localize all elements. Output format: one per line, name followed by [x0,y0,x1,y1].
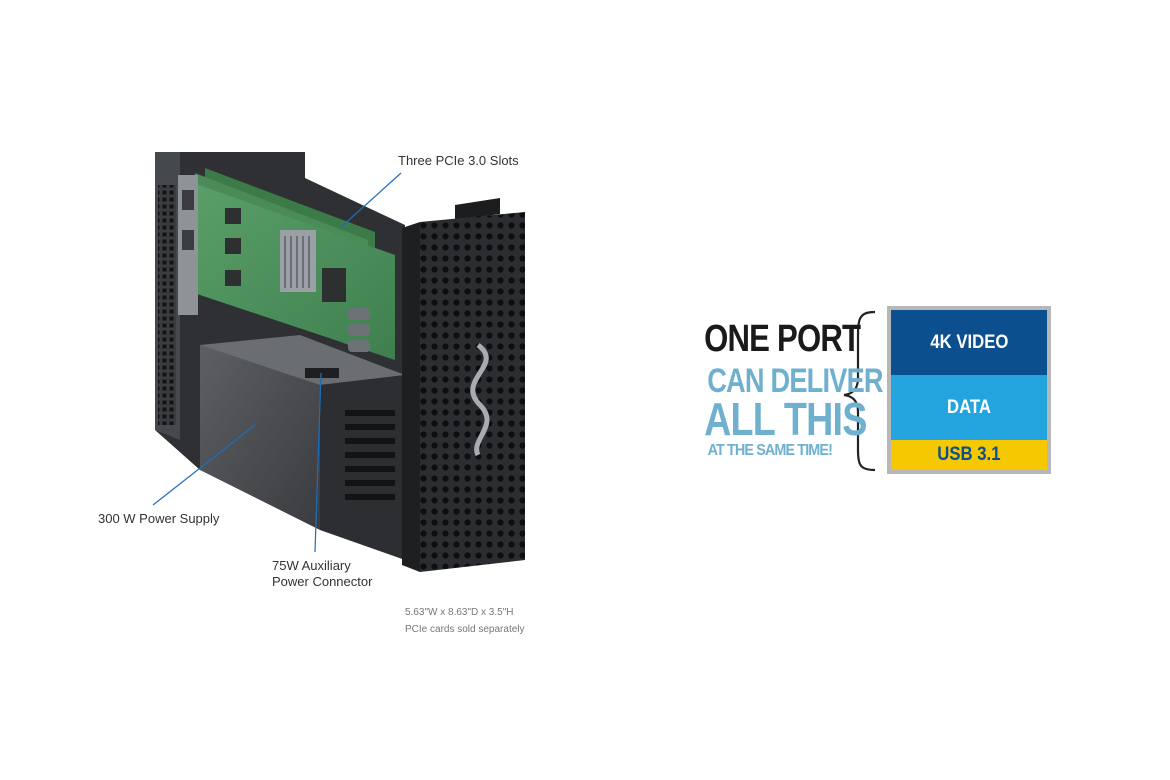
slots-label: Three PCIe 3.0 Slots [398,153,519,168]
cards-sold-separately: PCIe cards sold separately [405,624,525,635]
dimensions-note: 5.63"W x 8.63"D x 3.5"H PCIe cards sold … [405,604,525,638]
aux-callout-line [314,372,322,553]
badge-usb: USB 3.1 [891,440,1047,470]
port-capability-badge: 4K VIDEO DATA USB 3.1 [887,306,1051,474]
headline-same-time: AT THE SAME TIME! [707,442,833,459]
pcie-cards [178,168,395,360]
slots-callout-line [339,172,402,229]
dimensions-size: 5.63"W x 8.63"D x 3.5"H [405,607,514,618]
badge-usb-label: USB 3.1 [937,444,1001,465]
psu-callout-line [152,424,256,506]
curly-brace [843,310,876,472]
headline-one-port: ONE PORT [704,318,861,360]
aux-label-line2: Power Connector [272,574,373,589]
power-supply-label: 300 W Power Supply [98,511,220,526]
power-supply [200,335,405,560]
front-panel [402,198,525,572]
aux-connector-label: 75W Auxiliary Power Connector [272,558,372,590]
badge-4k-video-label: 4K VIDEO [929,331,1009,353]
aux-label-line1: 75W Auxiliary [272,558,351,573]
badge-data-label: DATA [947,396,991,418]
headline-all-this: ALL THIS [704,393,867,445]
badge-4k-video: 4K VIDEO [891,310,1047,375]
badge-data: DATA [891,375,1047,440]
